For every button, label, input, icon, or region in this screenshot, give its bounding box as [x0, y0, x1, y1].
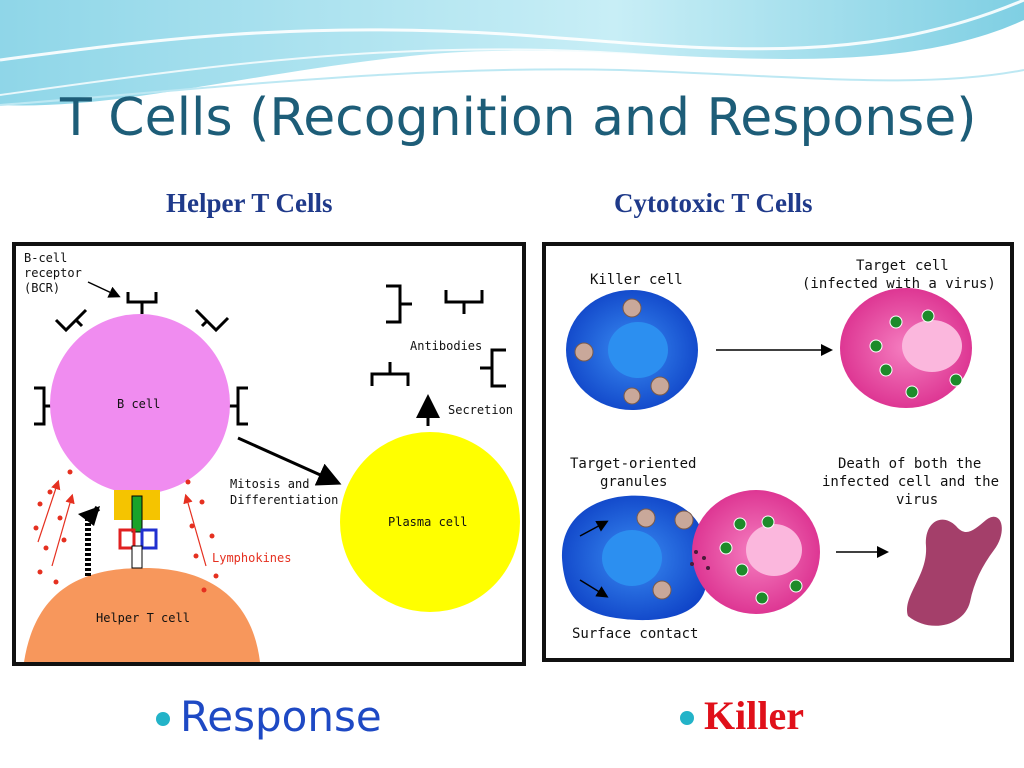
- bcr-label-3: (BCR): [24, 281, 60, 295]
- cytotoxic-t-cell-diagram: Killer cell Target cell (infected with a…: [542, 242, 1014, 662]
- slide-title: T Cells (Recognition and Response): [60, 88, 977, 148]
- bcr-label-2: receptor: [24, 266, 82, 280]
- target-cell-label-1: Target cell: [856, 258, 949, 274]
- lymphokines-label: Lymphokines: [212, 551, 291, 565]
- helper-t-cell-shape: [24, 568, 260, 662]
- granules-label-2: granules: [600, 474, 667, 490]
- mitosis-label-1: Mitosis and: [230, 477, 309, 491]
- death-label-2: infected cell and the: [822, 474, 999, 490]
- bullet-dot-icon: [156, 711, 170, 726]
- receptor-icons: [34, 292, 248, 426]
- killer-cell-shape: [566, 290, 698, 410]
- antibody-icons: [370, 284, 506, 388]
- secretion-label: Secretion: [448, 403, 513, 417]
- target-cell-label-2: (infected with a virus): [802, 276, 996, 292]
- cytotoxic-t-cells-heading: Cytotoxic T Cells: [614, 188, 813, 218]
- mitosis-label-2: Differentiation: [230, 493, 338, 507]
- plasma-cell-shape: [340, 432, 520, 612]
- header-wave-decoration: [0, 0, 1024, 106]
- bcr-label-1: B-cell: [24, 251, 67, 265]
- response-bullet: Response: [156, 692, 382, 741]
- b-cell-label: B cell: [117, 397, 160, 411]
- lymphokine-dots: [33, 469, 219, 593]
- helper-t-cell-diagram: B-cell receptor (BCR) B cell Helper T ce…: [12, 242, 526, 666]
- death-label-1: Death of both the: [838, 456, 981, 472]
- infected-target-cell-shape: [690, 490, 820, 614]
- plasma-cell-label: Plasma cell: [388, 515, 467, 529]
- death-label-3: virus: [896, 492, 938, 508]
- granules-label-1: Target-oriented: [570, 456, 696, 472]
- b-cell-shape: [50, 314, 230, 494]
- bullet-dot-icon: [680, 710, 694, 725]
- killer-cell-label: Killer cell: [590, 272, 683, 288]
- response-text: Response: [180, 692, 382, 741]
- target-cell-shape: [840, 288, 972, 408]
- dead-cell-shape: [907, 516, 1002, 626]
- helper-t-cells-heading: Helper T Cells: [166, 188, 333, 218]
- killer-cell-contact-shape: [561, 495, 708, 621]
- surface-contact-label: Surface contact: [572, 626, 698, 642]
- killer-bullet: Killer: [680, 692, 804, 739]
- receptor-complex-icon: [114, 490, 160, 569]
- antibodies-label: Antibodies: [410, 339, 482, 353]
- helper-t-cell-label: Helper T cell: [96, 611, 190, 625]
- killer-text: Killer: [704, 693, 804, 738]
